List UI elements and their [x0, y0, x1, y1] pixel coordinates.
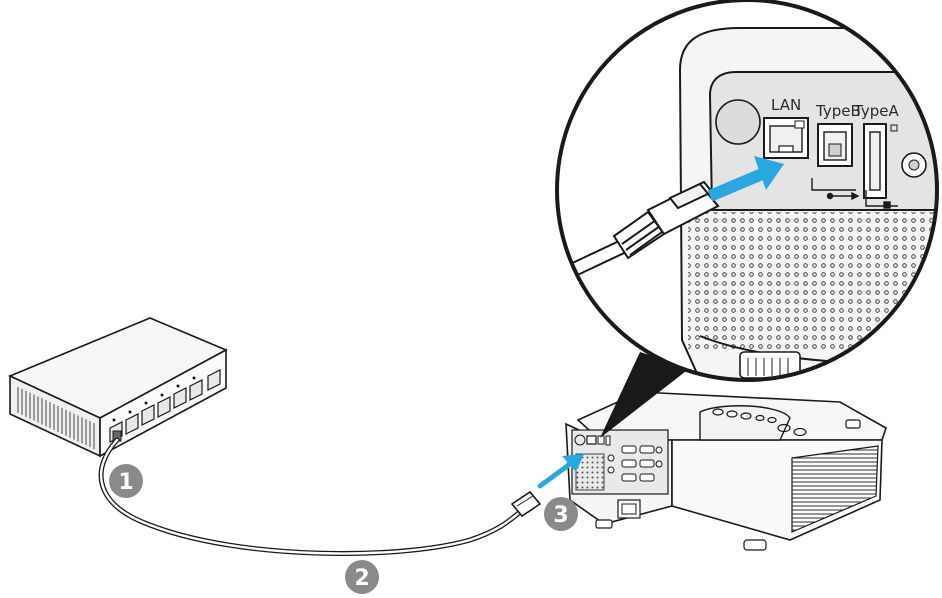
usb-icon — [811, 178, 898, 209]
insert-arrow-small — [537, 454, 584, 489]
step-number-2: 2 — [354, 566, 369, 591]
step-number-3: 3 — [553, 503, 568, 528]
step-number-1: 1 — [118, 470, 133, 495]
typeb-port-label: TypeB — [815, 102, 861, 120]
hub-vents — [16, 386, 96, 450]
hub-ports — [109, 369, 221, 443]
typea-port-label: TypeA — [853, 102, 899, 120]
projector-io-panel — [571, 429, 669, 495]
rj45-plug-small — [510, 490, 542, 518]
rj45-plug-large — [612, 180, 720, 260]
step-badge-3: 3 — [544, 497, 578, 531]
projector — [565, 391, 887, 551]
usb-typea-port — [863, 123, 898, 199]
zoom-callout-wedge — [600, 352, 690, 438]
step-badge-1: 1 — [109, 464, 143, 498]
lan-port-label: LAN — [771, 96, 801, 114]
insert-arrow-large — [707, 156, 784, 202]
speaker-grill — [688, 212, 937, 352]
lan-port — [763, 117, 809, 159]
zoom-detail: LAN TypeB TypeA — [555, 0, 939, 382]
lan-cable — [98, 437, 542, 557]
usb-typeb-port — [817, 123, 853, 167]
projector-control-buttons — [712, 408, 861, 437]
projector-feet — [595, 519, 767, 551]
network-hub — [8, 317, 228, 458]
hub-leds — [112, 376, 196, 422]
step-badge-2: 2 — [345, 560, 379, 594]
